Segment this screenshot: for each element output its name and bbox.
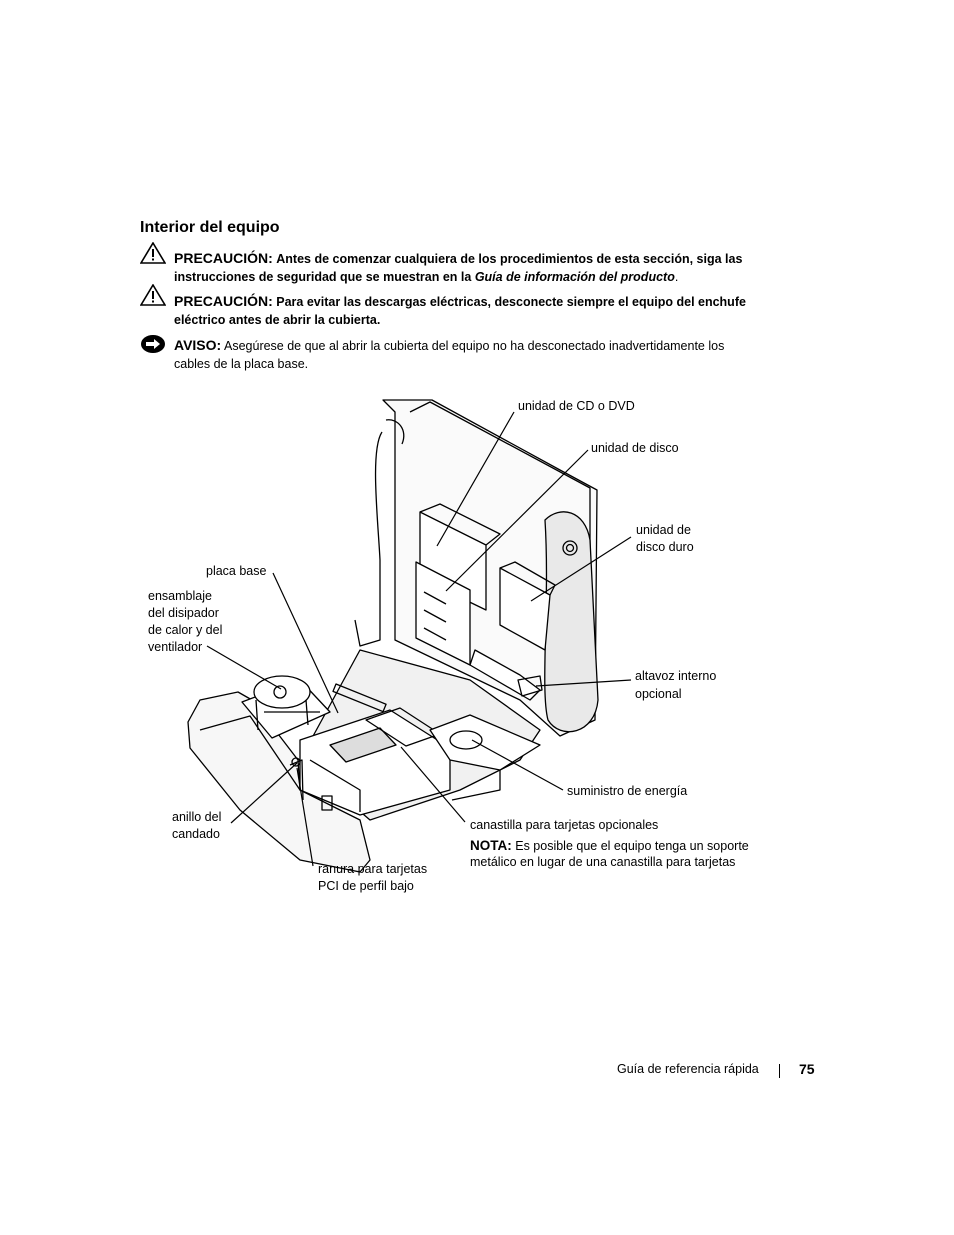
heatsink-leader bbox=[206, 645, 282, 690]
label-heatsink-line1: ensamblaje bbox=[148, 589, 212, 603]
speaker-leader bbox=[535, 679, 632, 687]
label-pci-slot-line2: PCI de perfil bajo bbox=[318, 879, 414, 893]
card-cage-leader bbox=[400, 746, 466, 823]
footer-guide-name: Guía de referencia rápida bbox=[617, 1062, 759, 1076]
aviso-notice: AVISO: Asegúrese de que al abrir la cubi… bbox=[174, 337, 754, 373]
page-number: 75 bbox=[799, 1061, 815, 1077]
floppy-leader bbox=[445, 449, 589, 592]
pci-slot-leader bbox=[296, 767, 314, 867]
label-heatsink-line2: del disipador bbox=[148, 606, 219, 620]
caution-text: Para evitar las descargas eléctricas, de… bbox=[174, 295, 746, 327]
label-speaker-line2: opcional bbox=[635, 687, 682, 701]
caution-notice-1: PRECAUCIÓN: Antes de comenzar cualquiera… bbox=[174, 250, 754, 286]
notice-arrow-icon bbox=[140, 334, 166, 359]
label-cd-dvd-drive: unidad de CD o DVD bbox=[518, 399, 635, 413]
caution-text: Antes de comenzar cualquiera de los proc… bbox=[174, 252, 743, 284]
label-hard-drive-line1: unidad de bbox=[636, 523, 691, 537]
label-heatsink-line4: ventilador bbox=[148, 640, 203, 654]
hdd-leader bbox=[530, 536, 632, 602]
label-heatsink-line3: de calor y del bbox=[148, 623, 223, 637]
aviso-label: AVISO: bbox=[174, 337, 222, 353]
label-motherboard: placa base bbox=[206, 564, 267, 578]
product-info-guide-reference: Guía de información del producto bbox=[474, 269, 675, 284]
power-supply-leader bbox=[471, 739, 564, 791]
label-padlock-ring-line2: candado bbox=[172, 827, 220, 841]
caution-label: PRECAUCIÓN: bbox=[174, 293, 273, 309]
label-pci-slot-line1: ranura para tarjetas bbox=[318, 862, 428, 876]
padlock-leader bbox=[230, 762, 298, 824]
caution-text-end: . bbox=[674, 269, 679, 284]
warning-triangle-icon bbox=[139, 283, 167, 311]
note-label: NOTA: bbox=[470, 838, 512, 853]
label-floppy-drive: unidad de disco bbox=[591, 441, 679, 455]
section-title: Interior del equipo bbox=[140, 219, 280, 236]
footer-separator bbox=[779, 1064, 780, 1078]
label-hard-drive-line2: disco duro bbox=[636, 540, 694, 554]
label-speaker-line1: altavoz interno bbox=[635, 669, 717, 683]
aviso-text: Asegúrese de que al abrir la cubierta de… bbox=[174, 339, 725, 371]
note-line1: NOTA: Es posible que el equipo tenga un … bbox=[470, 837, 749, 855]
label-power-supply: suministro de energía bbox=[567, 784, 688, 798]
label-card-cage: canastilla para tarjetas opcionales bbox=[470, 818, 659, 832]
label-padlock-ring-line1: anillo del bbox=[172, 810, 222, 824]
note-text-line1: Es posible que el equipo tenga un soport… bbox=[515, 839, 749, 853]
warning-triangle-icon bbox=[139, 241, 167, 269]
motherboard-leader bbox=[272, 572, 339, 714]
caution-label: PRECAUCIÓN: bbox=[174, 250, 273, 266]
caution-notice-2: PRECAUCIÓN: Para evitar las descargas el… bbox=[174, 293, 754, 329]
cd-dvd-leader bbox=[436, 411, 515, 547]
note-text-line2: metálico en lugar de una canastilla para… bbox=[470, 855, 736, 869]
